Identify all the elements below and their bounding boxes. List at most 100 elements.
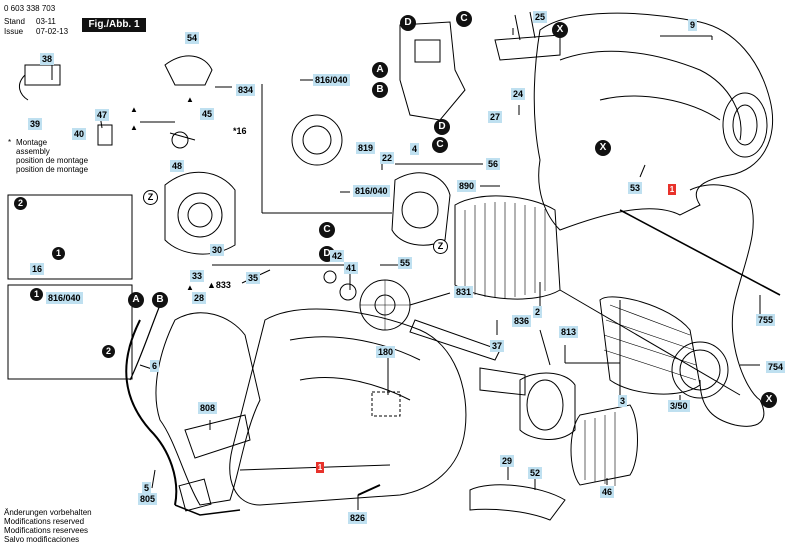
part-label-819: 819 <box>356 142 376 154</box>
triangle-marker: ▲ <box>186 95 194 104</box>
part-label-833: ▲833 <box>207 280 231 290</box>
issue-label: Issue <box>4 27 24 36</box>
part-label-56: 56 <box>486 158 501 170</box>
callout-d: D <box>400 15 416 31</box>
part-label-890: 890 <box>457 180 477 192</box>
part-label-37: 37 <box>490 340 505 352</box>
callout-c: C <box>432 137 448 153</box>
pistol-grip <box>155 312 261 506</box>
part-label-54: 54 <box>185 32 200 44</box>
assembly-note-star: * <box>8 138 12 147</box>
part-label-180: 180 <box>376 346 396 358</box>
inset-box-top <box>7 194 133 280</box>
callout-x: X <box>595 140 611 156</box>
callout-b: B <box>152 292 168 308</box>
stand-label: Stand <box>4 17 25 26</box>
armature <box>599 296 701 395</box>
chuck <box>570 404 638 486</box>
brush-holder <box>391 172 451 246</box>
callout-z: Z <box>143 190 158 205</box>
part-label-40: 40 <box>72 128 87 140</box>
part-label-816-040-inset: 816/040 <box>46 292 83 304</box>
part-label-33: 33 <box>190 270 205 282</box>
part-label-42: 42 <box>330 250 345 262</box>
assembly-note-line: assembly <box>16 147 50 156</box>
callout-2: 2 <box>102 345 115 358</box>
part-label-805: 805 <box>138 493 158 505</box>
triangle-marker: ▲ <box>130 105 138 114</box>
field-coil <box>454 195 561 300</box>
housing-shell-right <box>533 12 774 231</box>
bottom-cover <box>469 484 566 521</box>
callout-a: A <box>128 292 144 308</box>
part-label-25: 25 <box>533 11 548 23</box>
part-label-38: 38 <box>40 53 55 65</box>
part-label-808: 808 <box>198 402 218 414</box>
figure-title: Fig./Abb. 1 <box>82 18 146 32</box>
brush-plate-top <box>291 114 343 166</box>
side-handle <box>689 184 765 427</box>
assembly-note-line: Montage <box>16 138 48 147</box>
footer-line: Änderungen vorbehalten <box>4 508 92 517</box>
part-label-48: 48 <box>170 160 185 172</box>
part-label-53: 53 <box>628 182 643 194</box>
part-label-46: 46 <box>600 486 615 498</box>
part-label-836: 836 <box>512 315 532 327</box>
callout-1: 1 <box>30 288 43 301</box>
part-label-35: 35 <box>246 272 261 284</box>
assembly-note-line: position de montage <box>16 165 89 174</box>
stand-value: 03-11 <box>36 17 56 26</box>
footer-line: Salvo modificaciones <box>4 535 80 544</box>
part-label-5: 5 <box>142 482 152 494</box>
part-label-45: 45 <box>200 108 215 120</box>
part-label-16-inset: 16 <box>30 263 45 275</box>
callout-x: X <box>552 22 568 38</box>
power-cable <box>125 319 178 506</box>
callout-z: Z <box>433 239 448 254</box>
callout-b: B <box>372 82 388 98</box>
part-label-826: 826 <box>348 512 368 524</box>
part-label-755: 755 <box>756 314 776 326</box>
part-label-30: 30 <box>210 244 225 256</box>
assembly-note-line: position de montage <box>16 156 89 165</box>
callout-c: C <box>319 222 335 238</box>
part-label-9: 9 <box>688 19 698 31</box>
part-label-47: 47 <box>95 109 110 121</box>
part-label-52: 52 <box>528 467 543 479</box>
part-label-834: 834 <box>236 84 256 96</box>
air-guide <box>164 171 236 255</box>
part-label-3-50: 3/50 <box>668 400 690 412</box>
part-label-27: 27 <box>488 111 503 123</box>
callout-x: X <box>761 392 777 408</box>
part-label-4: 4 <box>410 143 420 155</box>
part-label-754: 754 <box>766 361 786 373</box>
part-label-2: 2 <box>533 306 543 318</box>
callout-a: A <box>372 62 388 78</box>
part-label-39: 39 <box>28 118 43 130</box>
part-label-813: 813 <box>559 326 579 338</box>
part-label-831: 831 <box>454 286 474 298</box>
triangle-marker: ▲ <box>186 283 194 292</box>
triangle-marker: ▲ <box>130 123 138 132</box>
footer-line: Modifications reservees <box>4 526 89 535</box>
doc-number: 0 603 338 703 <box>4 4 56 13</box>
red-marker: 1 <box>316 462 324 473</box>
callout-2: 2 <box>14 197 27 210</box>
callout-1: 1 <box>52 247 65 260</box>
part-label-41: 41 <box>344 262 359 274</box>
inset-box-bottom <box>7 284 133 380</box>
part-label-28: 28 <box>192 292 207 304</box>
part-label-816-040: 816/040 <box>313 74 350 86</box>
issue-value: 07-02-13 <box>36 27 69 36</box>
switch <box>399 21 466 121</box>
footer-line: Modifications reserved <box>4 517 85 526</box>
callout-c: C <box>456 11 472 27</box>
part-label-6: 6 <box>150 360 160 372</box>
callout-d: D <box>434 119 450 135</box>
spindle <box>409 319 501 361</box>
part-label-55: 55 <box>398 257 413 269</box>
part-label-816-040: 816/040 <box>353 185 390 197</box>
red-marker: 1 <box>668 184 676 195</box>
part-label-16-star: *16 <box>233 126 247 136</box>
